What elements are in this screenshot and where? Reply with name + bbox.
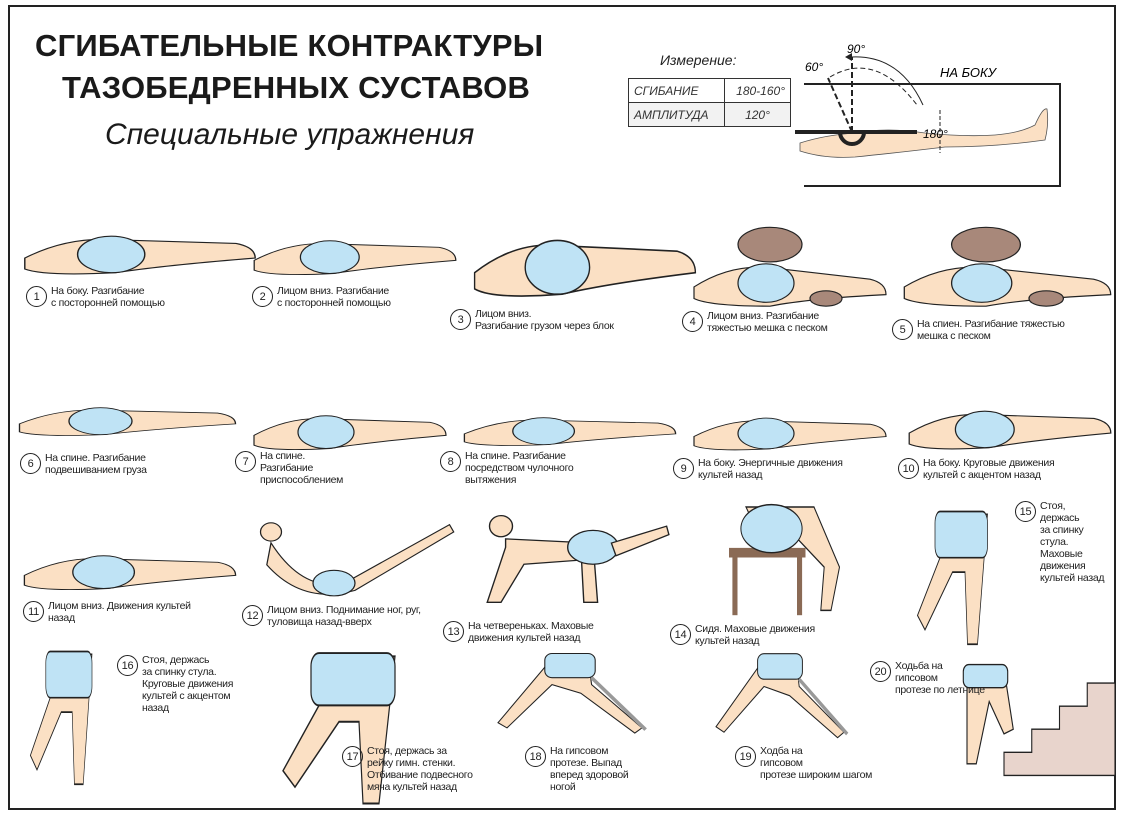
measurement-label: Измерение: <box>660 52 737 68</box>
exercise-number: 7 <box>235 451 256 472</box>
angle-180-label: 180° <box>923 127 948 141</box>
exercise-description: Лицом вниз. Разгибание грузом через блок <box>475 308 614 332</box>
title-line-1: СГИБАТЕЛЬНЫЕ КОНТРАКТУРЫ <box>35 28 544 63</box>
exercise-description: Сидя. Маховые движения культей назад <box>695 623 815 647</box>
exercise-illustration <box>900 210 1115 310</box>
exercise-illustration <box>250 195 460 280</box>
exercise-illustration <box>900 500 1025 650</box>
exercise-description: Стоя, держась за спинку стула. Круговые … <box>142 654 234 714</box>
exercise-number: 17 <box>342 746 363 767</box>
angle-60-label: 60° <box>805 60 823 74</box>
exercise-number: 3 <box>450 309 471 330</box>
exercise-illustration <box>930 660 1116 780</box>
exercise-number: 16 <box>117 655 138 676</box>
exercise-illustration <box>480 650 660 740</box>
title-line-2: ТАЗОБЕДРЕННЫХ СУСТАВОВ <box>62 70 531 105</box>
exercise-number: 4 <box>682 311 703 332</box>
exercise-number: 15 <box>1015 501 1036 522</box>
exercise-number: 5 <box>892 319 913 340</box>
exercise-description: На боку. Разгибание с посторонней помощь… <box>51 285 165 309</box>
exercise-description: На четвереньках. Маховые движения культе… <box>468 620 594 644</box>
exercise-description: Лицом вниз. Разгибание с посторонней пом… <box>277 285 391 309</box>
exercise-illustration <box>470 165 700 305</box>
exercise-number: 1 <box>26 286 47 307</box>
exercise-description: Ходьба на гипсовом протезе по летнице <box>895 660 985 696</box>
exercise-illustration <box>905 360 1115 455</box>
exercise-illustration <box>250 510 460 605</box>
exercise-description: На спине. Разгибание приспособлением <box>260 450 344 486</box>
subtitle: Специальные упражнения <box>105 118 475 151</box>
exercise-description: Ходба на гипсовом протезе широким шагом <box>760 745 873 781</box>
exercise-number: 11 <box>23 601 44 622</box>
exercise-number: 2 <box>252 286 273 307</box>
measurement-name: СГИБАНИЕ <box>628 78 725 103</box>
angle-90-label: 90° <box>847 42 865 56</box>
exercise-illustration <box>15 370 240 440</box>
measurement-name: АМПЛИТУДА <box>628 102 725 127</box>
exercise-description: На спиен. Разгибание тяжестью мешка с пе… <box>917 318 1065 342</box>
measurement-table: СГИБАНИЕ 180-160° АМПЛИТУДА 120° <box>628 78 791 127</box>
exercise-number: 9 <box>673 458 694 479</box>
exercise-number: 13 <box>443 621 464 642</box>
exercise-illustration <box>700 650 860 745</box>
exercise-description: Лицом вниз. Поднимание ног, руг, туловищ… <box>267 604 421 628</box>
exercise-illustration <box>455 505 685 615</box>
exercise-description: На боку. Круговые движения культей с акц… <box>923 457 1055 481</box>
position-label: НА БОКУ <box>940 65 998 80</box>
exercise-description: На боку. Энергичные движения культей наз… <box>698 457 843 481</box>
exercise-number: 18 <box>525 746 546 767</box>
exercise-illustration <box>20 185 260 280</box>
exercise-description: На спине. Разгибание посредством чулочно… <box>465 450 574 486</box>
exercise-illustration <box>690 210 890 310</box>
exercise-number: 20 <box>870 661 891 682</box>
exercise-illustration <box>20 510 240 595</box>
exercise-illustration <box>460 380 680 450</box>
exercise-description: На гипсовом протезе. Выпад вперед здоров… <box>550 745 629 793</box>
exercise-number: 12 <box>242 605 263 626</box>
exercise-number: 10 <box>898 458 919 479</box>
exercise-description: Стоя, держась за спинку стула. Маховые д… <box>1040 500 1105 584</box>
measurement-row: АМПЛИТУДА 120° <box>628 102 791 127</box>
measurement-value: 180-160° <box>724 78 791 103</box>
exercise-number: 8 <box>440 451 461 472</box>
exercise-description: Лицом вниз. Движения культей назад <box>48 600 191 624</box>
measurement-diagram: 90° 60° 180° НА БОКУ <box>795 42 1061 187</box>
exercise-description: На спине. Разгибание подвешиванием груза <box>45 452 147 476</box>
exercise-number: 19 <box>735 746 756 767</box>
exercise-description: Стоя, держась за рейку гимн. стенки. Отб… <box>367 745 473 793</box>
exercise-illustration <box>250 370 450 455</box>
exercise-illustration <box>15 640 125 790</box>
exercise-illustration <box>255 640 455 810</box>
poster-frame <box>8 5 1116 810</box>
arrow-icon <box>845 53 852 61</box>
measurement-value: 120° <box>724 102 791 127</box>
exercise-number: 14 <box>670 624 691 645</box>
exercise-illustration <box>690 375 890 455</box>
exercise-description: Лицом вниз. Разгибание тяжестью мешка с … <box>707 310 828 334</box>
exercise-illustration <box>695 495 865 620</box>
measurement-row: СГИБАНИЕ 180-160° <box>628 78 791 103</box>
exercise-number: 6 <box>20 453 41 474</box>
